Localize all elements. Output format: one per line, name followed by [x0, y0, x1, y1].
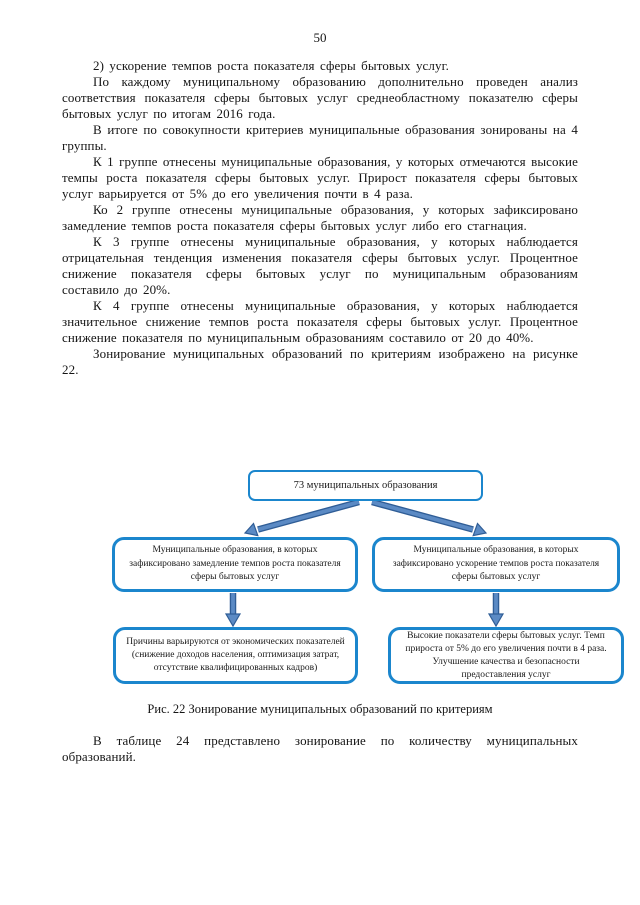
- arrow-down-icon: [487, 593, 505, 628]
- diagram-leaf-right-label: Высокие показатели сферы бытовых услуг. …: [405, 630, 607, 680]
- body-paragraph-3: В итоге по совокупности критериев муници…: [62, 122, 578, 153]
- body-paragraph-6: К 3 группе отнесены муниципальные образо…: [62, 234, 578, 297]
- diagram-leaf-left-label: Причины варьируются от экономических пок…: [126, 637, 345, 673]
- closing-paragraph: В таблице 24 представлено зонирование по…: [62, 733, 578, 764]
- body-paragraph-2: По каждому муниципальному образованию до…: [62, 74, 578, 121]
- body-text-block: 2) ускорение темпов роста показателя сфе…: [62, 58, 578, 378]
- body-paragraph-4: К 1 группе отнесены муниципальные образо…: [62, 154, 578, 201]
- body-paragraph-8: Зонирование муниципальных образований по…: [62, 346, 578, 377]
- page-number: 50: [313, 30, 327, 45]
- diagram-branch-box-right: Муниципальные образования, в которых заф…: [372, 537, 620, 592]
- diagram-branch-right-label: Муниципальные образования, в которых заф…: [392, 545, 600, 583]
- arrow-down-icon: [224, 593, 242, 628]
- body-paragraph-1: 2) ускорение темпов роста показателя сфе…: [93, 58, 449, 73]
- body-paragraph-5: Ко 2 группе отнесены муниципальные образ…: [62, 202, 578, 233]
- diagram-branch-left-label: Муниципальные образования, в которых заф…: [129, 545, 341, 583]
- diagram-leaf-box-right: Высокие показатели сферы бытовых услуг. …: [388, 627, 624, 684]
- diagram-leaf-box-left: Причины варьируются от экономических пок…: [113, 627, 358, 684]
- body-paragraph-7: К 4 группе отнесены муниципальные образо…: [62, 298, 578, 345]
- arrow-down-right-icon: [371, 498, 488, 537]
- diagram-root-label: 73 муниципальных образования: [293, 479, 438, 491]
- diagram-branch-box-left: Муниципальные образования, в которых заф…: [112, 537, 358, 592]
- figure-caption: Рис. 22 Зонирование муниципальных образо…: [147, 702, 493, 716]
- arrow-down-left-icon: [243, 498, 360, 537]
- figure-diagram: 73 муниципальных образования Муниципальн…: [62, 462, 624, 696]
- diagram-root-box: 73 муниципальных образования: [248, 470, 483, 501]
